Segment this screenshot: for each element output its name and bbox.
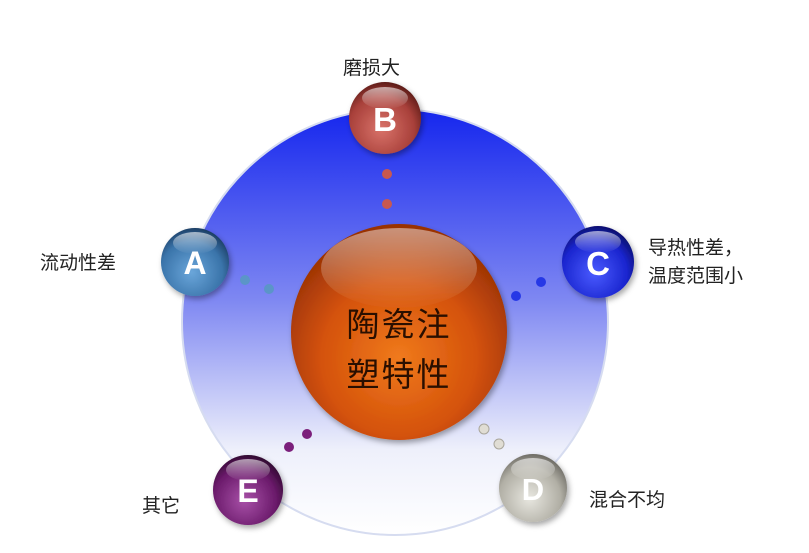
- center-sphere: [291, 224, 507, 440]
- node-c-label-line2: 温度范围小: [648, 265, 744, 287]
- node-b-label: 磨损大: [343, 57, 401, 79]
- node-d-letter: D: [522, 472, 544, 507]
- node-e-letter: E: [237, 473, 258, 509]
- node-e-label: 其它: [142, 495, 181, 517]
- node-a[interactable]: A: [161, 228, 229, 296]
- connector-dots: [240, 169, 546, 452]
- node-c[interactable]: C: [562, 226, 634, 298]
- node-b-letter: B: [373, 101, 397, 138]
- center-title-line2: 塑特性: [346, 355, 452, 394]
- node-c-label: 导热性差， 温度范围小: [648, 234, 743, 290]
- node-a-letter: A: [183, 245, 206, 281]
- node-b[interactable]: B: [349, 82, 421, 154]
- node-c-letter: C: [586, 245, 610, 282]
- node-a-label: 流动性差: [40, 252, 117, 274]
- node-d-label: 混合不均: [589, 489, 666, 511]
- center-title-line1: 陶瓷注: [346, 305, 452, 344]
- node-c-label-line1: 导热性差，: [648, 237, 744, 259]
- center-title: 陶瓷注 塑特性: [314, 300, 484, 400]
- node-d[interactable]: D: [499, 454, 567, 522]
- node-e[interactable]: E: [213, 455, 283, 525]
